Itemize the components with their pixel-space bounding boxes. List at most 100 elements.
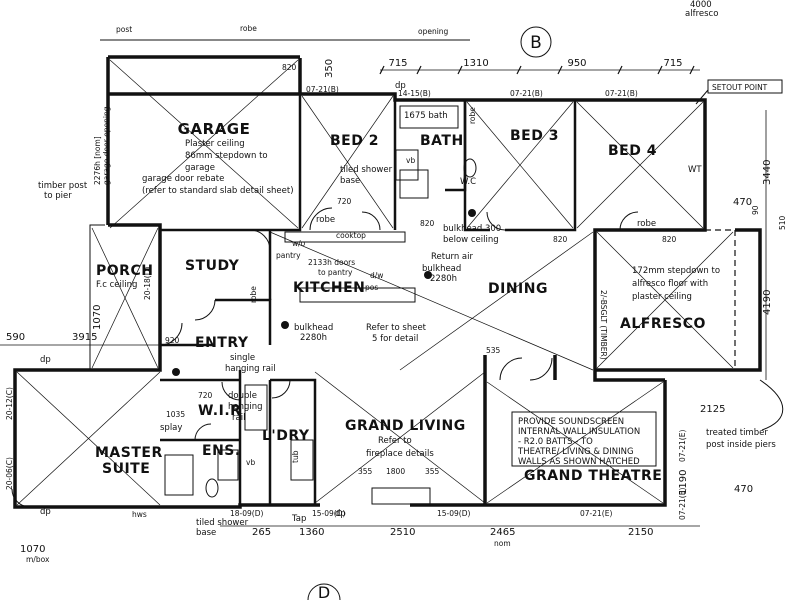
bath-vb-label: vb bbox=[406, 156, 415, 165]
insulation-note-2: INTERNAL WALL INSULATION bbox=[518, 427, 640, 437]
room-ensuite: ENS. bbox=[202, 443, 241, 459]
dim-510: 510 bbox=[778, 215, 787, 230]
insulation-note-4: THEATRE/ LIVING & DINING bbox=[517, 447, 634, 457]
dim-355-b: 355 bbox=[425, 467, 440, 476]
room-master-line2: SUITE bbox=[102, 461, 150, 477]
washing-machine-label: w/o bbox=[292, 239, 306, 248]
alfresco-note-3: plaster ceiling bbox=[632, 292, 692, 302]
robe-bed3: robe bbox=[468, 107, 477, 124]
insulation-note-5: WALLS AS SHOWN HATCHED bbox=[518, 457, 640, 467]
window-07-21-e-a: 07-21(E) bbox=[580, 509, 612, 518]
dim-715-a: 715 bbox=[388, 58, 407, 69]
bulkhead-300-note-1: bulkhead 300 bbox=[443, 224, 501, 234]
window-14-15-b: 14-15(B) bbox=[398, 89, 431, 98]
kitchen-island bbox=[299, 287, 416, 303]
dim-1800: 1800 bbox=[386, 467, 405, 476]
robe-top-label: robe bbox=[240, 24, 257, 33]
window-07-21-b-a: 07-21(B) bbox=[306, 85, 339, 94]
setout-point-box bbox=[707, 79, 783, 94]
double-rail-2: hanging bbox=[228, 402, 263, 412]
robe-bed4: robe bbox=[637, 219, 656, 229]
dim-820-bed4: 820 bbox=[662, 235, 677, 244]
setout-point-label: SETOUT POINT bbox=[712, 83, 768, 92]
dim-3915: 3915 bbox=[72, 332, 97, 343]
dim-470-top: 470 bbox=[733, 197, 752, 208]
return-air-note: Return air bbox=[431, 252, 473, 262]
grid-marker-d: D bbox=[318, 583, 330, 600]
bath-shower bbox=[399, 169, 429, 199]
garage-note-3: garage bbox=[185, 163, 215, 173]
dim-265: 265 bbox=[252, 527, 271, 538]
ensuite-vanity bbox=[217, 449, 239, 481]
garage-notes: Plaster ceiling 86mm stepdown to garage … bbox=[142, 139, 294, 196]
dim-1190: 1190 bbox=[678, 470, 689, 495]
dp-bottom: dp bbox=[335, 509, 346, 519]
alfresco-note-1: 172mm stepdown to bbox=[632, 266, 720, 276]
window-07-21-e-c: 07-21(E) bbox=[678, 488, 687, 520]
room-porch: PORCH bbox=[96, 263, 153, 279]
window-07-21-b-c: 07-21(B) bbox=[605, 89, 638, 98]
double-rail-3: rail bbox=[232, 413, 245, 423]
dim-535: 535 bbox=[486, 346, 501, 355]
room-master-line1: MASTER bbox=[95, 445, 163, 461]
pantry-doors-2: to pantry bbox=[318, 268, 353, 277]
treated-post-note-2: post inside piers bbox=[706, 440, 776, 450]
room-alfresco: ALFRESCO bbox=[620, 316, 706, 332]
room-wir: W.I.R bbox=[198, 403, 241, 419]
kitchen-bench bbox=[284, 231, 406, 243]
dim-720-wir: 720 bbox=[198, 391, 213, 400]
dim-920-entry: 920 bbox=[165, 336, 180, 345]
alfresco-note-2: alfresco floor with bbox=[632, 279, 708, 289]
pantry-doors-1: 2133h doors bbox=[308, 258, 355, 267]
garage-note-4: garage door rebate bbox=[142, 174, 224, 184]
pantry-label: pantry bbox=[276, 251, 301, 260]
grid-marker-b-circle bbox=[520, 26, 552, 58]
room-study: STUDY bbox=[185, 258, 240, 274]
grid-marker-d-circle bbox=[307, 583, 341, 600]
room-kitchen: KITCHEN bbox=[293, 280, 365, 296]
porch-ceiling-note: F.c ceiling bbox=[96, 280, 137, 290]
robe-study: robe bbox=[249, 286, 258, 303]
laundry-tub bbox=[290, 439, 314, 481]
room-dining: DINING bbox=[488, 281, 548, 297]
tap-label: Tap bbox=[291, 514, 306, 524]
opening-top-label: opening bbox=[418, 27, 449, 36]
bath-vanity bbox=[395, 149, 419, 181]
room-bed-4: BED 4 bbox=[608, 143, 657, 159]
fireplace-note-2: fireplace details bbox=[366, 449, 434, 459]
interior-walls bbox=[160, 94, 577, 505]
dim-715-b: 715 bbox=[663, 58, 682, 69]
room-entry: ENTRY bbox=[195, 335, 249, 351]
single-rail-2: hanging rail bbox=[225, 364, 276, 374]
dp-left: dp bbox=[40, 355, 51, 365]
timber-post-note-1: timber post bbox=[38, 181, 88, 191]
dim-820-bath: 820 bbox=[420, 219, 435, 228]
dim-355-a: 355 bbox=[358, 467, 373, 476]
robe-bed2: robe bbox=[316, 215, 335, 225]
bulkhead-dining-1: bulkhead bbox=[422, 264, 461, 274]
dp-top: dp bbox=[395, 81, 406, 91]
hws-label: hws bbox=[132, 510, 147, 519]
dim-1360: 1360 bbox=[299, 527, 324, 538]
dim-350: 350 bbox=[324, 59, 335, 78]
window-20-18-d: 20-18(D) bbox=[143, 267, 152, 300]
window-15-09-d-b: 15-09(D) bbox=[437, 509, 470, 518]
dim-3440: 3440 bbox=[762, 160, 773, 185]
dp-bottom-left: dp bbox=[40, 507, 51, 517]
dim-2510: 2510 bbox=[390, 527, 415, 538]
dim-1070-bottom: 1070 bbox=[20, 544, 45, 555]
garage-note-5: (refer to standard slab detail sheet) bbox=[142, 186, 294, 196]
room-laundry: L'DRY bbox=[262, 428, 310, 444]
dim-2125: 2125 bbox=[700, 404, 725, 415]
ensuite-shower-note-2: base bbox=[196, 528, 216, 538]
ceiling-diagonals bbox=[16, 59, 734, 506]
garage-note-2: 86mm stepdown to bbox=[185, 151, 268, 161]
treated-post-note-1: treated timber bbox=[706, 428, 768, 438]
timber-post-note-2: to pier bbox=[44, 191, 72, 201]
window-07-21-e-b: 07-21(E) bbox=[678, 430, 687, 462]
dim-1310: 1310 bbox=[463, 58, 488, 69]
wc-toilet bbox=[463, 158, 477, 178]
room-grand-theatre: GRAND THEATRE bbox=[524, 468, 662, 484]
ensuite-vb-label: vb bbox=[246, 458, 255, 467]
garage-door-height: 2276h [nom] bbox=[93, 136, 102, 185]
